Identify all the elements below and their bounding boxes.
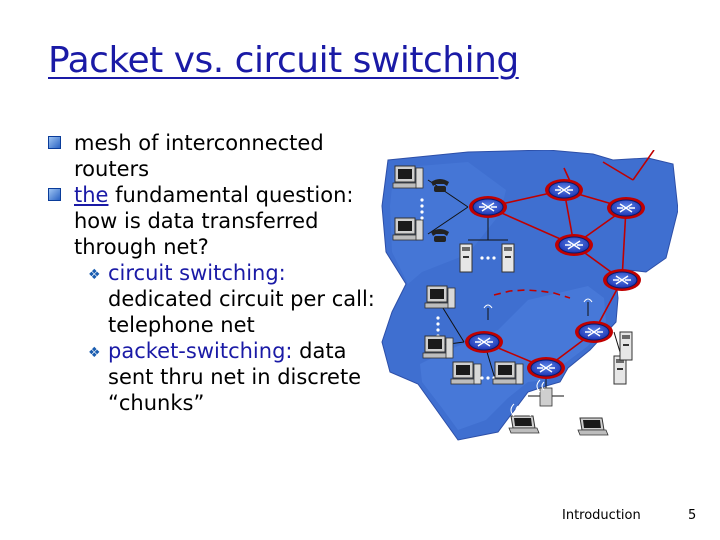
bullet-emph: the: [74, 183, 109, 207]
sub-bullet-circuit-term: circuit switching:: [108, 261, 286, 285]
sub-bullet-circuit-text: dedicated circuit per call: telephone ne…: [108, 287, 375, 337]
computer-icon: [392, 217, 424, 241]
server-icon: [619, 331, 633, 361]
router-icon: [464, 330, 504, 354]
router-icon: [574, 320, 614, 344]
footer-label: Introduction: [562, 508, 641, 523]
ellipsis-horizontal-icon: [480, 256, 496, 260]
bullet-mesh: mesh of interconnected routers: [48, 130, 378, 182]
router-icon: [606, 196, 646, 220]
router-icon: [602, 268, 642, 292]
page-number: 5: [688, 508, 697, 523]
computer-icon: [392, 165, 424, 189]
diamond-bullet-icon: ❖: [88, 345, 101, 361]
router-icon: [526, 356, 566, 380]
wireless-antenna-icon: [483, 298, 593, 320]
bullet-list: mesh of interconnected routers the funda…: [48, 130, 378, 416]
router-icon: [544, 178, 584, 202]
sub-bullet-packet-term: packet-switching:: [108, 339, 293, 363]
computer-icon: [424, 285, 456, 309]
diamond-bullet-icon: ❖: [88, 267, 101, 283]
bullet-mesh-text: mesh of interconnected routers: [74, 131, 324, 181]
network-diagram: [381, 150, 678, 441]
router-icon: [554, 233, 594, 257]
sub-bullet-packet-text: data sent thru net in discrete “chunks”: [108, 339, 362, 415]
ellipsis-vertical-icon: [420, 198, 424, 220]
sub-bullet-packet: ❖ packet-switching: data sent thru net i…: [48, 338, 378, 416]
server-icon: [501, 243, 515, 273]
laptop-icon: [508, 415, 540, 434]
bullet-fundamental-question: the fundamental question: how is data tr…: [48, 182, 378, 260]
laptop-icon: [577, 417, 609, 436]
router-icon: [468, 195, 508, 219]
wireless-access-point-icon: [539, 382, 567, 407]
bullet-question-text: fundamental question: how is data transf…: [74, 183, 354, 259]
computer-icon: [422, 335, 454, 359]
square-bullet-icon: [48, 188, 61, 201]
slide-title: Packet vs. circuit switching: [48, 40, 519, 81]
square-bullet-icon: [48, 136, 61, 149]
server-icon: [459, 243, 473, 273]
computer-icon: [492, 361, 524, 385]
computer-icon: [450, 361, 482, 385]
wireless-signal-icon: [510, 379, 602, 417]
sub-bullet-circuit: ❖ circuit switching: dedicated circuit p…: [48, 260, 378, 338]
